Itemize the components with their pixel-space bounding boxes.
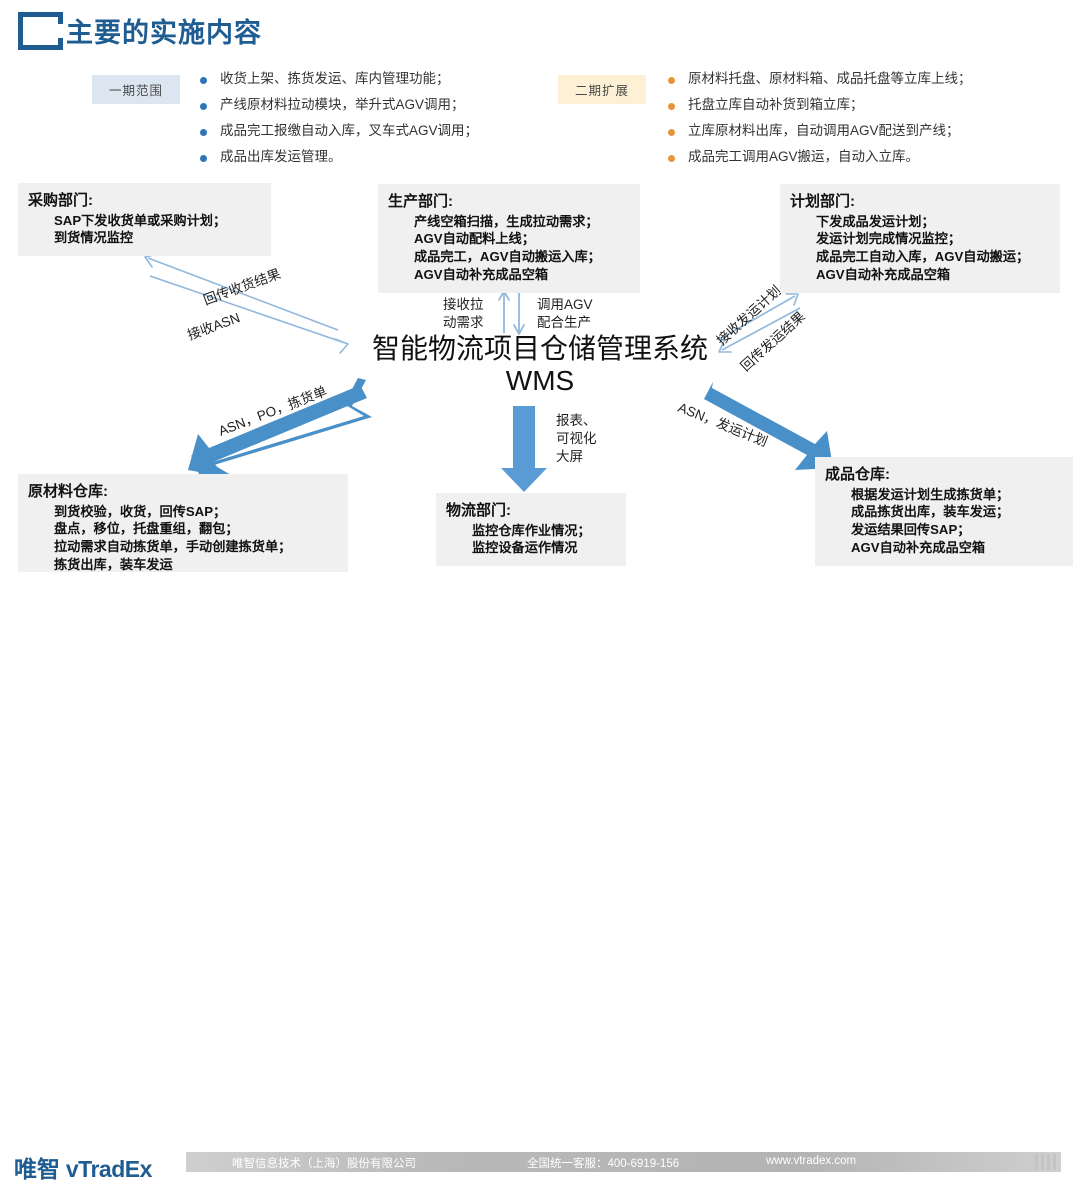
footer-website[interactable]: www.vtradex.com <box>766 1155 857 1167</box>
production-department-line: AGV自动补充成品空箱 <box>414 266 549 282</box>
bullet-dot-icon <box>200 77 207 84</box>
finished-goods-warehouse-title: 成品仓库: <box>825 466 890 483</box>
arrow-label-logistics-line3: 大屏 <box>556 449 583 465</box>
list-item: 托盘立库自动补货到箱立库； <box>668 97 972 114</box>
bullet-dot-icon <box>668 77 675 84</box>
arrow-label-production-up-line2: 动需求 <box>443 315 484 331</box>
bullet-dot-icon <box>200 154 207 162</box>
purchase-department-line: 到货情况监控 <box>54 230 134 246</box>
list-item: 产线原材料拉动模块，举升式AGV调用； <box>200 97 478 114</box>
production-department-line: 成品完工，AGV自动搬运入库； <box>414 249 601 265</box>
plan-department-title: 计划部门: <box>790 193 855 210</box>
purchase-thin-arrow-pair <box>144 253 349 354</box>
bullet-dot-icon <box>668 154 675 162</box>
list-item-label: 立库原材料出库，自动调用AGV配送到产线； <box>688 122 960 138</box>
logistics-department-box: 物流部门: 监控仓库作业情况； 监控设备运作情况 <box>436 493 626 567</box>
list-item-label: 原材料托盘、原材料箱、成品托盘等立库上线； <box>688 71 972 86</box>
arrow-label-logistics: 报表、 可视化 大屏 <box>556 412 597 467</box>
arrow-label-production-up-line1: 接收拉 <box>443 297 484 312</box>
plan-department-line: AGV自动补充成品空箱 <box>816 266 951 282</box>
footer: 唯智 vTradEx 唯智信息技术（上海）股份有限公司 全国统一客服：400-6… <box>0 572 1079 1183</box>
production-department-title: 生产部门: <box>388 193 453 210</box>
production-thin-arrow-pair <box>498 290 525 335</box>
footer-decoration-bars <box>1035 1154 1056 1170</box>
finished-goods-warehouse-line: 成品拣货出库，装车发运； <box>851 504 1010 520</box>
raw-material-warehouse-title: 原材料仓库: <box>28 483 108 500</box>
arrow-label-production-down-line2: 配合生产 <box>537 315 591 331</box>
footer-bar-tick <box>1035 1154 1038 1170</box>
footer-bar-tick <box>1053 1154 1056 1170</box>
raw-material-warehouse-line: 盘点，移位，托盘重组，翻包； <box>54 521 239 537</box>
purchase-department-title: 采购部门: <box>28 192 93 209</box>
raw-material-warehouse-line: 到货校验，收货，回传SAP； <box>54 503 227 519</box>
list-item: 成品完工调用AGV搬运，自动入立库。 <box>668 149 972 166</box>
raw-warehouse-block-arrow-shape <box>188 381 367 477</box>
bullet-dot-icon <box>668 102 675 110</box>
footer-company-name: 唯智信息技术（上海）股份有限公司 <box>232 1158 416 1170</box>
footer-hotline: 全国统一客服：400-6919-156 <box>527 1158 680 1170</box>
phase-2-bullet-list: 原材料托盘、原材料箱、成品托盘等立库上线； 托盘立库自动补货到箱立库； 立库原材… <box>668 71 972 175</box>
plan-department-line: 发运计划完成情况监控； <box>816 231 962 247</box>
raw-material-warehouse-box: 原材料仓库: 到货校验，收货，回传SAP； 盘点，移位，托盘重组，翻包； 拉动需… <box>18 474 348 583</box>
finished-goods-warehouse-line: 发运结果回传SAP； <box>851 522 971 538</box>
raw-material-warehouse-line: 拉动需求自动拣货单，手动创建拣货单； <box>54 539 292 555</box>
center-system-title: 智能物流项目仓储管理系统 WMS <box>335 333 745 398</box>
production-department-box: 生产部门: 产线空箱扫描，生成拉动需求； AGV自动配料上线； 成品完工，AGV… <box>378 184 640 293</box>
plan-department-line: 成品完工自动入库，AGV自动搬运； <box>816 249 1030 265</box>
logistics-department-line: 监控仓库作业情况； <box>472 522 591 538</box>
vtradex-logo-cn: 唯智 <box>14 1157 60 1183</box>
arrow-label-logistics-line1: 报表、 <box>556 413 597 428</box>
production-department-line: 产线空箱扫描，生成拉动需求； <box>414 213 599 229</box>
plan-thin-arrow-pair <box>717 293 801 353</box>
list-item: 成品出库发运管理。 <box>200 149 478 166</box>
logistics-department-title: 物流部门: <box>446 502 511 519</box>
list-item-label: 成品出库发运管理。 <box>220 148 342 164</box>
phase-1-badge: 一期范围 <box>92 75 180 104</box>
list-item: 收货上架、拣货发运、库内管理功能； <box>200 71 478 88</box>
footer-bar-tick <box>1041 1154 1044 1170</box>
arrow-label-production-down-line1: 调用AGV <box>537 297 593 312</box>
slide-canvas: 主要的实施内容 一期范围 二期扩展 收货上架、拣货发运、库内管理功能； 产线原材… <box>0 12 1079 1183</box>
phase-2-badge: 二期扩展 <box>558 75 646 104</box>
fg-warehouse-block-arrow <box>704 382 833 470</box>
page-title: 主要的实施内容 <box>66 18 262 48</box>
center-system-title-line2: WMS <box>505 365 575 397</box>
list-item-label: 收货上架、拣货发运、库内管理功能； <box>220 71 450 86</box>
list-item-label: 托盘立库自动补货到箱立库； <box>688 96 864 112</box>
purchase-department-line: SAP下发收货单或采购计划； <box>54 212 227 228</box>
arrow-label-logistics-line2: 可视化 <box>556 431 597 447</box>
finished-goods-warehouse-line: 根据发运计划生成拣货单； <box>851 486 1010 502</box>
bullet-dot-icon <box>200 128 207 136</box>
arrow-label-production-up: 接收拉 动需求 <box>443 296 484 332</box>
arrow-label-production-down: 调用AGV 配合生产 <box>537 296 593 332</box>
phase-1-bullet-list: 收货上架、拣货发运、库内管理功能； 产线原材料拉动模块，举升式AGV调用； 成品… <box>200 71 478 175</box>
plan-department-box: 计划部门: 下发成品发运计划； 发运计划完成情况监控； 成品完工自动入库，AGV… <box>780 184 1060 293</box>
center-system-title-line1: 智能物流项目仓储管理系统 <box>371 333 708 364</box>
purchase-department-box: 采购部门: SAP下发收货单或采购计划； 到货情况监控 <box>18 183 271 257</box>
finished-goods-warehouse-box: 成品仓库: 根据发运计划生成拣货单； 成品拣货出库，装车发运； 发运结果回传SA… <box>815 457 1073 566</box>
list-item: 成品完工报缴自动入库，叉车式AGV调用； <box>200 123 478 140</box>
bullet-dot-icon <box>200 102 207 110</box>
production-department-line: AGV自动配料上线； <box>414 231 535 247</box>
logistics-block-arrow <box>501 406 547 492</box>
list-item: 立库原材料出库，自动调用AGV配送到产线； <box>668 123 972 140</box>
list-item-label: 产线原材料拉动模块，举升式AGV调用； <box>220 96 465 112</box>
vtradex-logo: 唯智 vTradEx <box>14 1150 152 1184</box>
finished-goods-warehouse-line: AGV自动补充成品空箱 <box>851 539 986 555</box>
footer-bar-tick <box>1047 1154 1050 1170</box>
logistics-department-line: 监控设备运作情况 <box>472 540 578 556</box>
diagram-arrows <box>144 253 833 492</box>
bullet-dot-icon <box>668 128 675 136</box>
list-item-label: 成品完工调用AGV搬运，自动入立库。 <box>688 148 920 164</box>
list-item-label: 成品完工报缴自动入库，叉车式AGV调用； <box>220 122 479 138</box>
list-item: 原材料托盘、原材料箱、成品托盘等立库上线； <box>668 71 972 88</box>
plan-department-line: 下发成品发运计划； <box>816 213 935 229</box>
square-bracket-icon <box>18 12 63 50</box>
raw-material-warehouse-line: 拣货出库，装车发运 <box>54 556 173 572</box>
vtradex-logo-en: vTradEx <box>65 1156 153 1182</box>
